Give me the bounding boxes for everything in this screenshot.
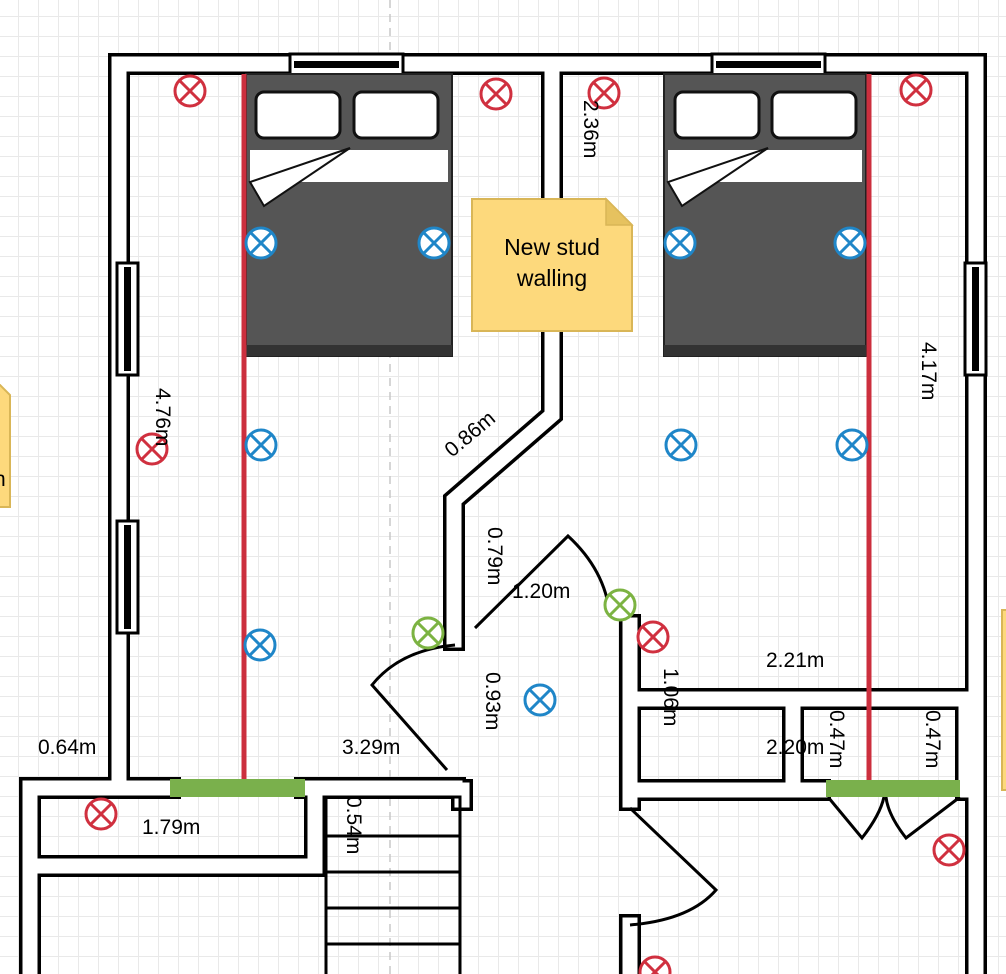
dim-4-76: 4.76m [151,388,174,446]
sticky-note[interactable]: New stud walling [471,197,634,332]
wall-fill [32,780,323,874]
dim-1-20: 1.20m [512,580,570,603]
partial-note-text: n [0,468,6,491]
dim-0-54: 0.54m [342,796,365,854]
wall-fill [22,780,178,974]
dim-1-06: 1.06m [659,668,682,726]
dim-1-79: 1.79m [142,816,200,839]
blue-marker-icon[interactable] [244,428,278,462]
windows [115,52,988,635]
green-marker-icon[interactable] [411,616,445,650]
blue-marker-icon[interactable] [417,226,451,260]
pillow [254,90,342,140]
dim-2-21: 2.21m [766,649,824,672]
blue-marker-icon[interactable] [664,428,698,462]
electrical-markers [84,73,966,974]
red-marker-icon[interactable] [479,77,513,111]
dim-4-17: 4.17m [917,342,940,400]
window-top-right [710,52,827,77]
red-marker-icon[interactable] [135,432,169,466]
stairs [324,795,462,974]
red-marker-icon[interactable] [899,73,933,107]
pillow [770,90,858,140]
pillow [673,90,761,140]
red-marker-icon[interactable] [638,955,672,974]
window-left-upper [115,261,140,377]
blue-marker-icon[interactable] [663,226,697,260]
wardrobe-door-left [826,796,886,841]
red-marker-icon[interactable] [173,74,207,108]
partial-note-left[interactable]: n [0,384,11,508]
doors[interactable] [370,533,961,927]
note-line-1: New stud [504,234,600,260]
opening-right [826,780,960,797]
window-top-left [288,52,405,77]
blue-marker-icon[interactable] [835,428,869,462]
dim-2-20: 2.20m [766,736,824,759]
window-right [963,261,988,377]
blue-marker-icon[interactable] [523,683,557,717]
blue-marker-icon[interactable] [243,628,277,662]
dim-2-36: 2.36m [579,100,602,158]
dim-0-47-a: 0.47m [825,710,848,768]
bed-left [245,73,453,357]
dim-0-93: 0.93m [481,672,504,730]
dim-3-29: 3.29m [342,736,400,759]
opening-left [170,779,305,797]
blue-marker-icon[interactable] [244,226,278,260]
window-left-lower [115,519,140,635]
dim-0-64: 0.64m [38,736,96,759]
dim-0-79: 0.79m [483,527,506,585]
red-marker-icon[interactable] [587,76,621,110]
green-marker-icon[interactable] [603,588,637,622]
partial-note-right[interactable] [1001,609,1006,791]
dim-0-47-b: 0.47m [921,710,944,768]
wardrobe-door-right [884,795,961,841]
door-left-bedroom [370,643,456,771]
door-bathroom [628,806,719,927]
note-line-2: walling [516,265,587,291]
red-marker-icon[interactable] [636,620,670,654]
red-marker-icon[interactable] [932,833,966,867]
bed-right [663,73,867,357]
blue-marker-icon[interactable] [833,226,867,260]
pillow [352,90,440,140]
red-marker-icon[interactable] [84,797,118,831]
